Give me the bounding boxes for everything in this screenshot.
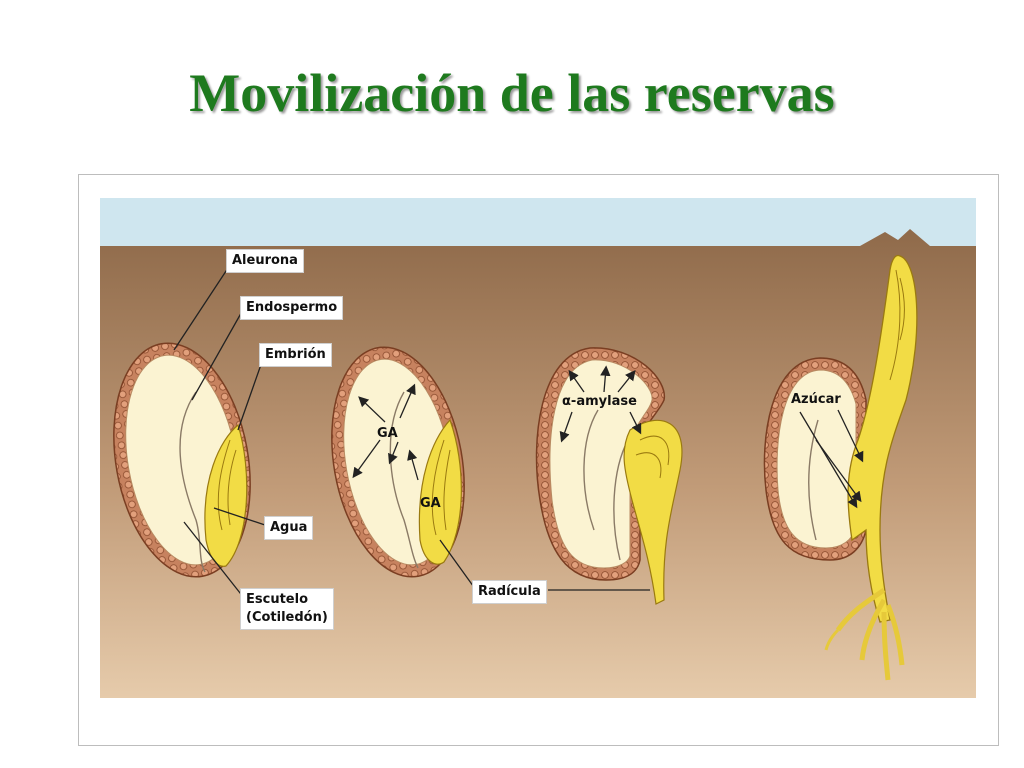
label-ga-2: GA <box>420 496 441 511</box>
label-aleurona: Aleurona <box>226 249 304 273</box>
seed-1 <box>113 342 251 578</box>
label-escutelo: Escutelo (Cotiledón) <box>240 588 334 630</box>
page-title: Movilización de las reservas <box>189 63 835 123</box>
leader-lines <box>173 261 650 599</box>
label-radicula: Radícula <box>472 580 547 604</box>
label-endospermo: Endospermo <box>240 296 344 320</box>
seed-4 <box>763 254 918 681</box>
label-amylase: α-amylase <box>562 394 637 409</box>
seed-3 <box>535 347 683 605</box>
label-embrion: Embrión <box>259 343 332 367</box>
label-agua: Agua <box>264 516 314 540</box>
seed-2 <box>331 346 465 578</box>
label-azucar: Azúcar <box>791 392 841 407</box>
label-ga-1: GA <box>377 426 398 441</box>
sky-band <box>100 198 976 246</box>
